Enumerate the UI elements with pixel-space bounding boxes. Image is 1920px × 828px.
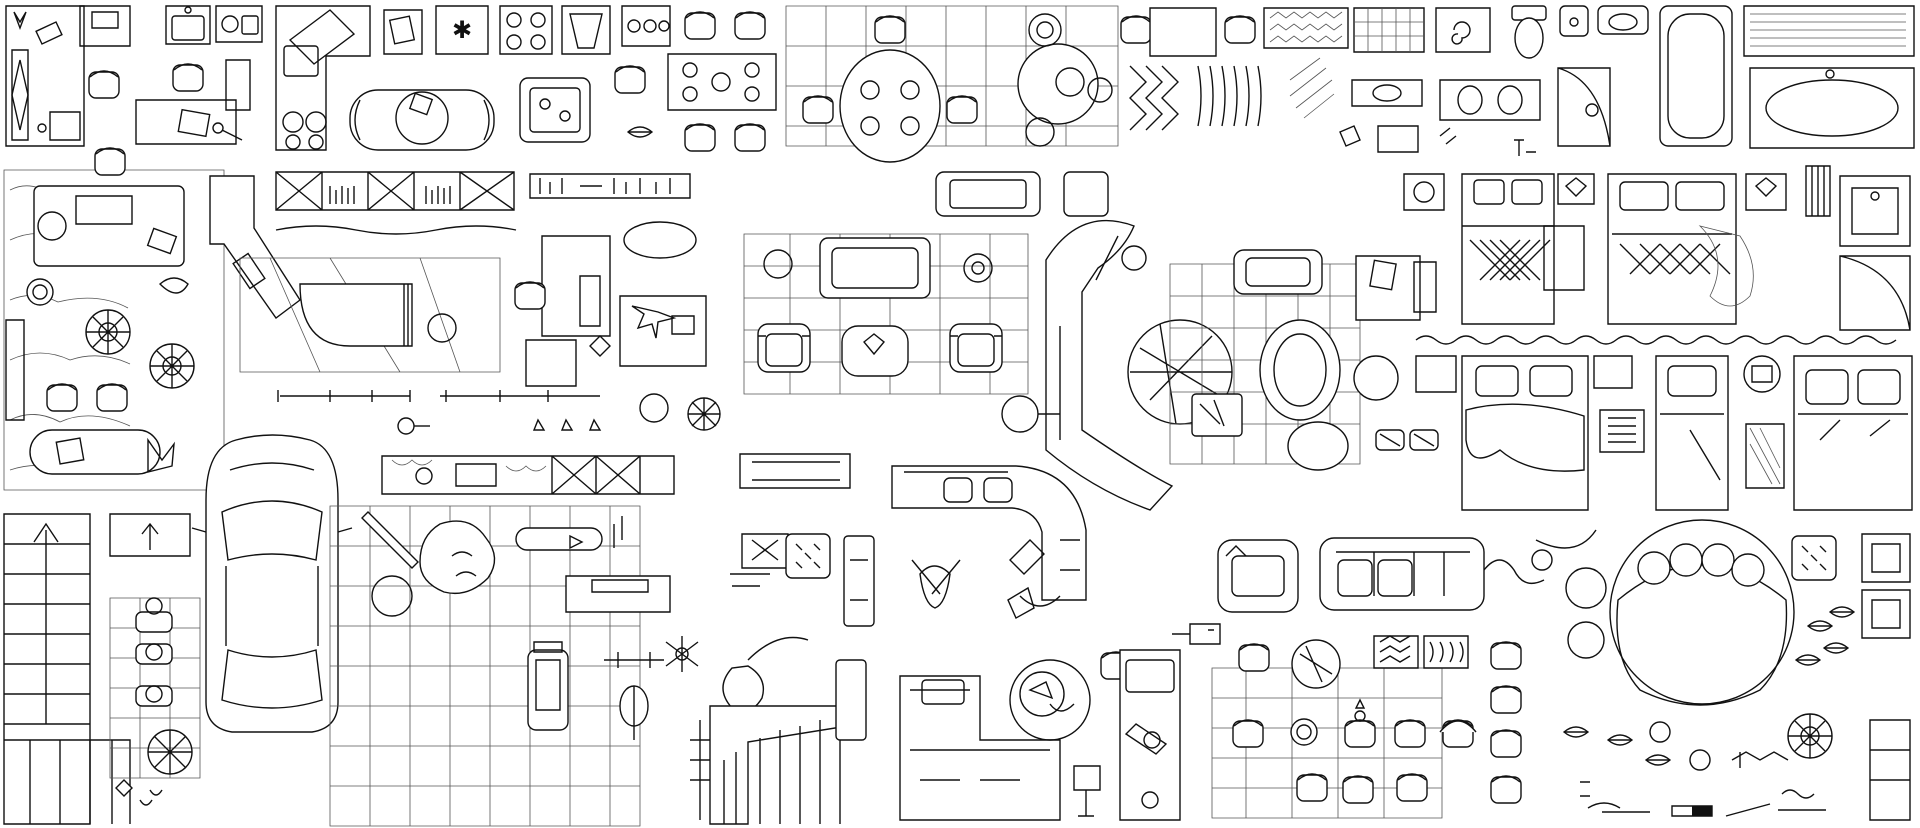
- bookshelves: [276, 172, 690, 234]
- sectional-sofa-l: [900, 624, 1220, 820]
- l-shaped-sofa: [892, 466, 1086, 618]
- office-desk-corner: [6, 6, 84, 146]
- tv-console-strip: [278, 390, 720, 494]
- angled-desk-piano: [210, 176, 610, 386]
- office-desk-small: [80, 6, 250, 144]
- kids-table-and-chairs: [110, 598, 200, 805]
- round-bed: [1536, 520, 1794, 705]
- kitchen-sink-counter: [166, 6, 262, 44]
- car: [192, 435, 352, 732]
- round-table-with-chairs: [350, 78, 653, 150]
- desk-with-two-chairs: [1120, 8, 1256, 56]
- sinks-and-tub: [1340, 68, 1914, 156]
- appliances-row: ✱: [436, 6, 670, 54]
- cafe-tables-and-chairs: [1212, 636, 1522, 818]
- bedroom-beds-middle: [1416, 336, 1912, 510]
- dining-table-six: [614, 11, 776, 152]
- dressing-table-and-chair: [1234, 250, 1439, 470]
- armchairs-lounge: [730, 454, 960, 626]
- coffee-table-with-arrow: [110, 514, 190, 556]
- stone-paved-office: [4, 147, 224, 490]
- home-gym: [528, 636, 866, 824]
- living-room-rug: [620, 172, 1108, 394]
- tiled-dining-area: [786, 6, 1118, 162]
- bedroom-beds-top: [1404, 166, 1910, 330]
- two-seat-sofas: [1218, 538, 1552, 612]
- kitchen-corner-unit: [276, 6, 422, 150]
- bedroom-corner-items: [1787, 534, 1910, 820]
- bathroom-fixtures: [1436, 6, 1914, 146]
- floor-textures: [1130, 8, 1424, 130]
- small-decor-legend: [1563, 722, 1826, 816]
- svg-text:✱: ✱: [452, 16, 472, 44]
- sectional-corner-sofa: [1002, 221, 1360, 510]
- tv-and-rug-lounge: [330, 506, 670, 826]
- staircase: [4, 514, 132, 824]
